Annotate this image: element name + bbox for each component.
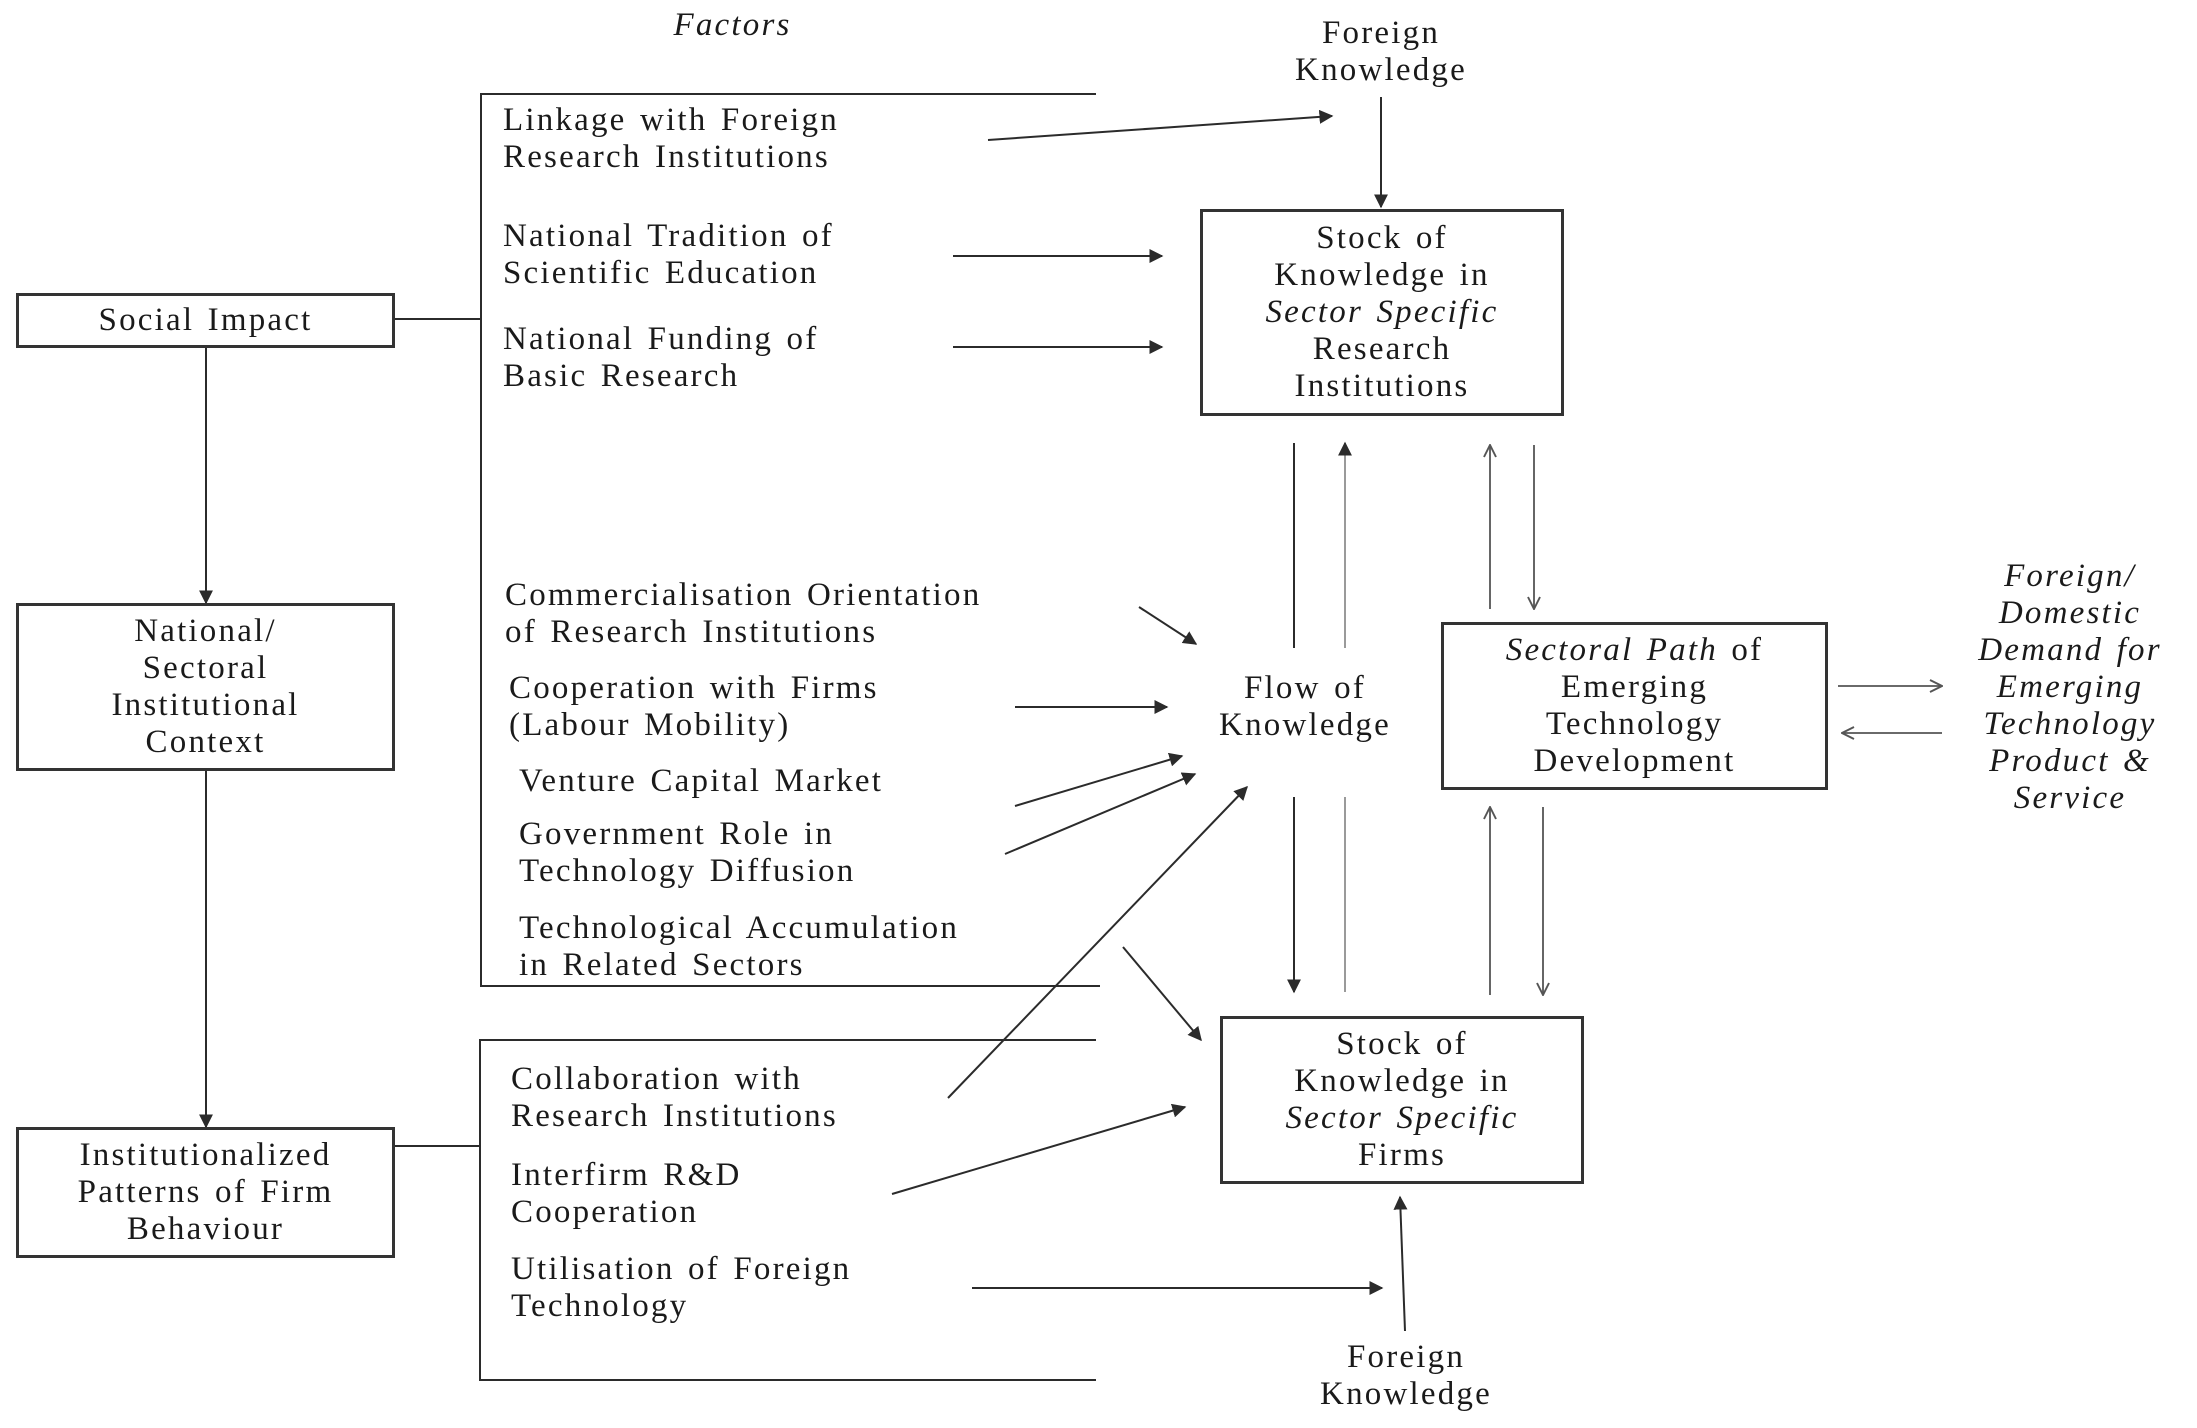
label-line: Foreign/ bbox=[2004, 558, 2136, 594]
factor-line: Research Institutions bbox=[511, 1098, 838, 1134]
label-line: Foreign bbox=[1346, 1339, 1466, 1375]
factor-venture-capital: Venture Capital Market bbox=[519, 763, 883, 800]
box-line: Stock of bbox=[1316, 220, 1448, 256]
factor-line: National Tradition of bbox=[503, 218, 834, 254]
factor-line: Research Institutions bbox=[503, 139, 830, 175]
collaboration-to-flow-arrow bbox=[947, 785, 1248, 1099]
interfirm-rd-arrow bbox=[891, 1103, 1187, 1195]
factor-scientific-education: National Tradition of Scientific Educati… bbox=[503, 218, 834, 292]
label-line: Flow of bbox=[1244, 670, 1366, 706]
demand-label: Foreign/ Domestic Demand for Emerging Te… bbox=[1945, 558, 2195, 817]
box-line: Patterns of Firm bbox=[77, 1174, 334, 1210]
box-line: Knowledge in bbox=[1274, 257, 1490, 293]
label-line: Demand for bbox=[1978, 632, 2162, 668]
social-impact-label: Social Impact bbox=[98, 302, 313, 338]
national-context-box: National/ Sectoral Institutional Context bbox=[16, 603, 395, 771]
factor-government-role: Government Role in Technology Diffusion bbox=[519, 816, 855, 890]
factor-line: Commercialisation Orientation bbox=[505, 577, 982, 613]
box-line: Institutionalized bbox=[79, 1137, 332, 1173]
box-line: Behaviour bbox=[126, 1211, 285, 1247]
linkage-to-foreign-knowledge-arrow bbox=[987, 109, 1334, 141]
factor-line: of Research Institutions bbox=[505, 614, 878, 650]
box-line: Stock of bbox=[1336, 1026, 1468, 1062]
factor-basic-research-funding: National Funding of Basic Research bbox=[503, 321, 818, 395]
box-line: Development bbox=[1533, 743, 1736, 779]
box-line: Firms bbox=[1357, 1137, 1447, 1173]
factor-line: Cooperation with Firms bbox=[509, 670, 879, 706]
lower-factors-bracket bbox=[479, 1039, 1096, 1381]
commercialisation-arrow bbox=[1138, 606, 1198, 645]
sectoral-path-box: Sectoral Path of Emerging Technology Dev… bbox=[1441, 622, 1828, 790]
box-line: National/ bbox=[134, 613, 277, 649]
factor-line: Venture Capital Market bbox=[519, 763, 884, 799]
factor-line: Government Role in bbox=[519, 816, 835, 852]
label-line: Technology bbox=[1983, 706, 2157, 742]
social-impact-box: Social Impact bbox=[16, 293, 395, 348]
box-line: Technology bbox=[1545, 706, 1724, 742]
box-line: Sectoral bbox=[142, 650, 269, 686]
foreign-knowledge-top: Foreign Knowledge bbox=[1226, 15, 1536, 89]
label-line: Emerging bbox=[1996, 669, 2144, 705]
box-line: Research bbox=[1312, 331, 1452, 367]
box-line: Sectoral Path of bbox=[1506, 632, 1764, 669]
label-line: Knowledge bbox=[1320, 1376, 1492, 1412]
government-role-arrow bbox=[1004, 772, 1197, 855]
label-line: Foreign bbox=[1321, 15, 1441, 51]
factor-cooperation-firms: Cooperation with Firms (Labour Mobility) bbox=[509, 670, 879, 744]
flow-of-knowledge-label: Flow of Knowledge bbox=[1180, 670, 1430, 744]
factor-line: National Funding of bbox=[503, 321, 819, 357]
label-line: Product & bbox=[1989, 743, 2151, 779]
box-line: Institutions bbox=[1294, 368, 1470, 404]
factor-line: in Related Sectors bbox=[519, 947, 805, 983]
firms-knowledge-stock-box: Stock of Knowledge in Sector Specific Fi… bbox=[1220, 1016, 1584, 1184]
factors-heading: Factors bbox=[673, 7, 792, 43]
factor-line: Collaboration with bbox=[511, 1061, 802, 1097]
upper-factors-bracket bbox=[480, 93, 1100, 987]
box-line: Sector Specific bbox=[1285, 1100, 1519, 1136]
factor-line: Technological Accumulation bbox=[519, 910, 960, 946]
label-line: Knowledge bbox=[1295, 52, 1467, 88]
factor-line: (Labour Mobility) bbox=[509, 707, 791, 743]
factor-line: Linkage with Foreign bbox=[503, 102, 839, 138]
box-line: Context bbox=[145, 724, 266, 760]
label-line: Knowledge bbox=[1219, 707, 1391, 743]
factor-line: Basic Research bbox=[503, 358, 740, 394]
box-line: Institutional bbox=[111, 687, 300, 723]
factor-foreign-technology: Utilisation of Foreign Technology bbox=[511, 1251, 851, 1325]
firm-behaviour-box: Institutionalized Patterns of Firm Behav… bbox=[16, 1127, 395, 1258]
factor-line: Scientific Education bbox=[503, 255, 819, 291]
box-line: Emerging bbox=[1560, 669, 1709, 705]
research-knowledge-stock-box: Stock of Knowledge in Sector Specific Re… bbox=[1200, 209, 1564, 416]
technological-accumulation-arrow bbox=[1122, 946, 1202, 1042]
factor-line: Interfirm R&D bbox=[511, 1157, 742, 1193]
factor-collaboration-research: Collaboration with Research Institutions bbox=[511, 1061, 838, 1135]
foreign-knowledge-bottom-arrow bbox=[1393, 1195, 1408, 1332]
box-line: Sector Specific bbox=[1265, 294, 1499, 330]
venture-capital-arrow bbox=[1014, 752, 1184, 807]
factor-line: Technology bbox=[511, 1288, 689, 1324]
factor-line: Utilisation of Foreign bbox=[511, 1251, 852, 1287]
box-line: Knowledge in bbox=[1294, 1063, 1510, 1099]
sectoral-path-italic: Sectoral Path bbox=[1505, 632, 1718, 668]
label-line: Service bbox=[2013, 780, 2127, 816]
factor-interfirm-rd: Interfirm R&D Cooperation bbox=[511, 1157, 741, 1231]
factor-line: Technology Diffusion bbox=[519, 853, 856, 889]
factor-foreign-linkage: Linkage with Foreign Research Institutio… bbox=[503, 102, 839, 176]
factor-technological-accumulation: Technological Accumulation in Related Se… bbox=[519, 910, 959, 984]
factor-commercialisation: Commercialisation Orientation of Researc… bbox=[505, 577, 981, 651]
label-line: Domestic bbox=[1998, 595, 2142, 631]
sectoral-path-rest: of bbox=[1717, 632, 1764, 668]
factor-line: Cooperation bbox=[511, 1194, 699, 1230]
foreign-knowledge-bottom: Foreign Knowledge bbox=[1251, 1339, 1561, 1413]
